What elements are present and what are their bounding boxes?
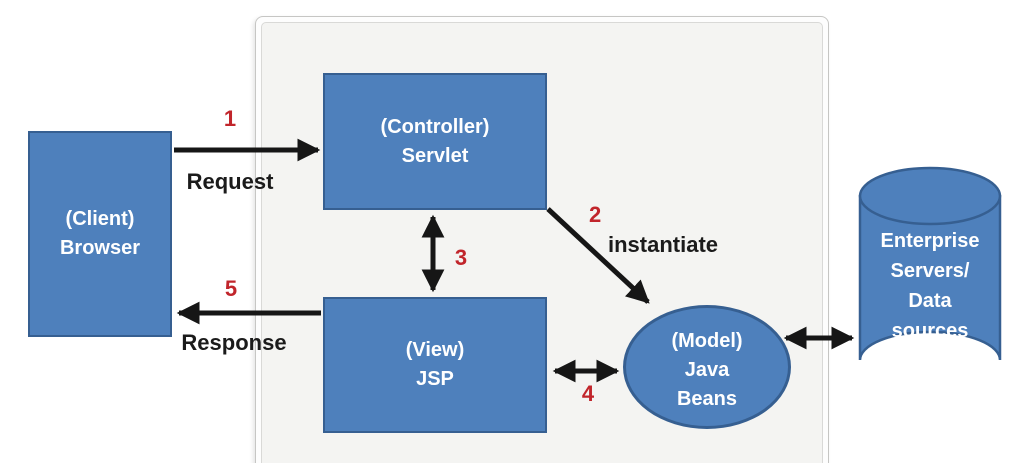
response-label: Response <box>181 330 287 355</box>
client-browser-box: (Client) Browser <box>28 131 172 337</box>
step-number-5: 5 <box>224 276 238 301</box>
controller-servlet-box: (Controller) Servlet <box>323 73 547 210</box>
view-jsp-box: (View) JSP <box>323 297 547 433</box>
datasource-label-line1: Enterprise <box>880 230 980 252</box>
datasource-label-line3: Data <box>908 290 952 312</box>
datasource-cylinder-label: Enterprise Servers/ Data sources <box>860 226 1000 346</box>
client-browser-label-line1: (Client) <box>65 208 135 230</box>
model-label-line3: Beans <box>676 387 738 410</box>
view-jsp-label-line2: JSP <box>416 368 454 390</box>
controller-servlet-label-line2: Servlet <box>401 144 469 167</box>
step-number-2: 2 <box>589 202 602 227</box>
controller-servlet-label-line1: (Controller) <box>380 115 490 138</box>
model-javabeans-ellipse: (Model) Java Beans <box>623 305 791 429</box>
client-browser-label-line2: Browser <box>59 237 141 259</box>
datasource-label-line4: sources <box>891 320 969 342</box>
step-number-3: 3 <box>454 245 468 270</box>
step-number-4: 4 <box>581 381 595 406</box>
request-label: Request <box>186 169 274 194</box>
model-label-line2: Java <box>684 358 730 381</box>
step-number-1: 1 <box>223 106 237 131</box>
datasource-label-line2: Servers/ <box>890 260 970 282</box>
instantiate-label: instantiate <box>608 232 719 257</box>
model-label-line1: (Model) <box>671 329 743 352</box>
view-jsp-label-line1: (View) <box>405 339 465 361</box>
